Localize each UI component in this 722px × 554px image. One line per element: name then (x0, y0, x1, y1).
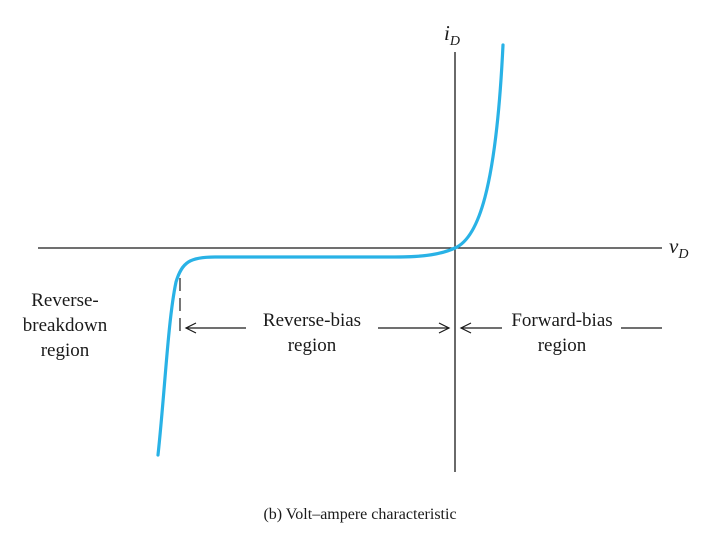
forward-bias-left-arrowhead (459, 322, 472, 334)
iv-curve (156, 43, 505, 457)
reverse-breakdown-label-line2: breakdown (23, 315, 108, 336)
forward-bias-label-line2: region (538, 335, 587, 356)
reverse-bias-left-arrowhead (184, 322, 197, 334)
vertical-axis-label: iD (444, 21, 460, 49)
forward-bias-label-line1: Forward-bias (511, 310, 612, 331)
figure-caption: (b) Volt–ampere characteristic (263, 506, 456, 523)
horizontal-axis-label: vD (669, 234, 688, 262)
reverse-bias-label-line2: region (288, 335, 337, 356)
reverse-breakdown-label-line1: Reverse- (31, 290, 99, 311)
reverse-bias-label-line1: Reverse-bias (263, 310, 361, 331)
reverse-breakdown-label-line3: region (41, 340, 90, 361)
reverse-bias-right-arrowhead (438, 322, 451, 334)
